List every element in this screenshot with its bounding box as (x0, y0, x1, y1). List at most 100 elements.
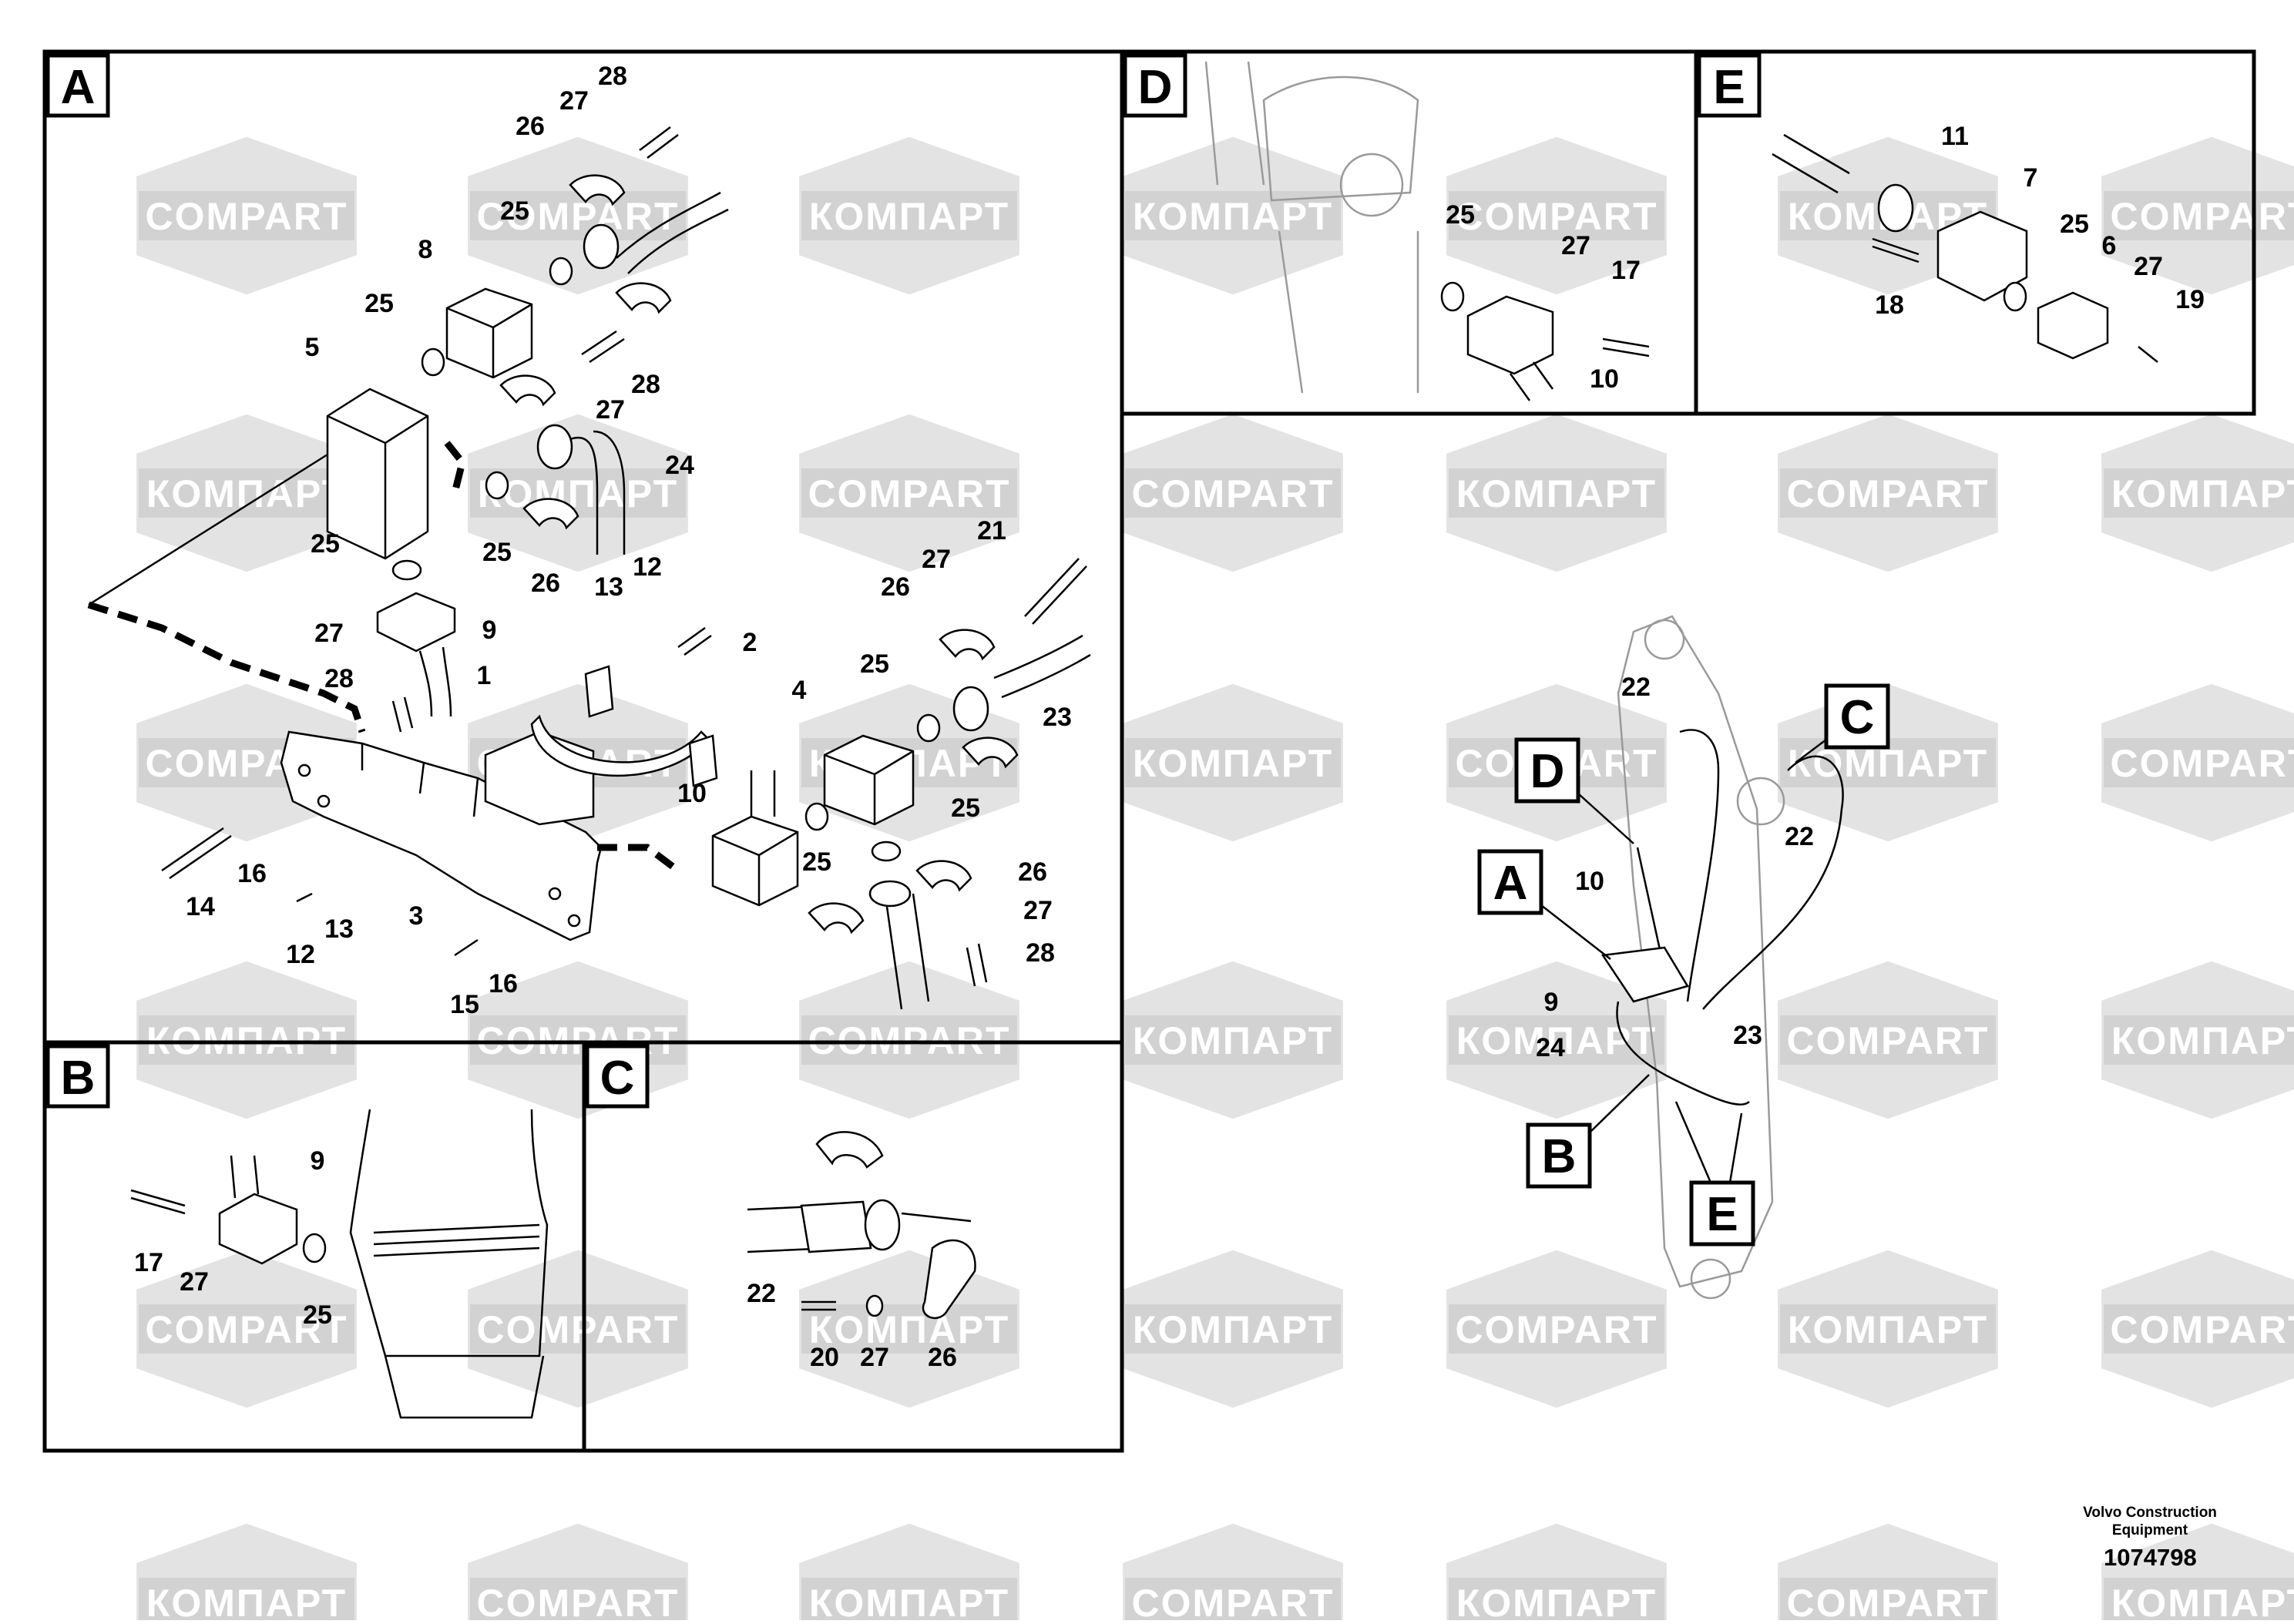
watermark-band (1449, 191, 1664, 240)
part-callout-a: 13 (594, 572, 623, 602)
bracket-hole (317, 794, 331, 808)
panel-d-drawing (1204, 61, 1650, 401)
o-ring (871, 841, 902, 862)
panel-c-drawing (747, 1131, 976, 1319)
footer-doc-id: 1074798 (2104, 1544, 2197, 1571)
watermark-logo: КОМПАРТ (799, 1250, 1019, 1408)
bolt-part-15 (454, 938, 479, 957)
boom-head (1262, 75, 1419, 202)
split-clamp (815, 1131, 884, 1169)
watermark-text: COMPART (476, 1308, 679, 1351)
watermark-logo: КОМПАРТ (2101, 961, 2294, 1119)
block-8-edges (446, 303, 532, 377)
watermark-logo: COMPART (136, 136, 357, 295)
part-callout-a: 16 (237, 859, 267, 888)
bolt-part-21 (1024, 558, 1087, 625)
part-callout-a: 10 (677, 779, 707, 808)
flange-plate (376, 592, 456, 653)
cylinder-rings (373, 1223, 540, 1257)
part-callout-a: 28 (631, 370, 660, 399)
watermark-band (1449, 1578, 1664, 1624)
valve-block-part-5 (326, 388, 429, 560)
part-callout-a: 2 (743, 628, 757, 657)
split-clamp (499, 374, 556, 407)
part-callout-e: 19 (2175, 285, 2205, 314)
overview-label-c: C (1795, 683, 1890, 763)
panel-e-drawing (1772, 133, 2158, 363)
part-callout-a: 28 (598, 62, 627, 91)
split-clamp-part-26 (569, 174, 626, 206)
part-callout-a: 28 (1026, 938, 1055, 968)
bracket-hole (548, 887, 562, 901)
watermark-band (1125, 468, 1341, 518)
panel-c-frame (582, 1040, 1124, 1453)
part-callout-b: 17 (134, 1248, 163, 1277)
bolt-part-12 (677, 626, 712, 656)
watermark-logo: COMPART (799, 961, 1019, 1119)
part-callout-d: 25 (1446, 200, 1475, 230)
o-ring-part-25 (2003, 281, 2027, 312)
watermark-band (1449, 1304, 1664, 1354)
part-callout-a: 26 (1018, 857, 1047, 887)
part-callout-b: 27 (180, 1267, 209, 1297)
overview-arrow-b (1589, 1074, 1650, 1133)
bolt-part-28 (581, 330, 625, 364)
part-callout-a: 25 (500, 196, 529, 226)
watermark-band (1780, 1578, 1996, 1624)
overview-arrow-a (1540, 904, 1611, 960)
flange-block (218, 1193, 298, 1265)
arm-pin (1736, 777, 1785, 826)
watermark-text: COMPART (1455, 195, 1658, 238)
watermark-band (1125, 1015, 1341, 1065)
bolt-part-17 (1602, 337, 1650, 357)
watermark-band (470, 1304, 686, 1354)
part-callout-b: 9 (311, 1146, 325, 1176)
overview-arrow-e (1674, 1101, 1712, 1183)
routing-dashed-line (444, 441, 466, 495)
watermark-band (470, 1578, 686, 1624)
watermark-band (1125, 1304, 1341, 1354)
watermark-band (139, 1015, 354, 1065)
watermark-band (801, 191, 1017, 240)
part-callout-a: 28 (324, 664, 354, 693)
overview-arrow-e (1728, 1112, 1743, 1183)
watermark-logo: COMPART (2101, 683, 2294, 842)
watermark-logo: COMPART (1446, 1250, 1667, 1408)
watermark-logo: КОМПАРТ (136, 414, 357, 572)
watermark-logo: COMPART (1778, 414, 1998, 572)
part-callout-overview: 10 (1575, 867, 1604, 896)
watermark-text: COMPART (1786, 472, 1989, 515)
hose-part-10 (750, 770, 776, 817)
fitting-part-11 (1877, 183, 1914, 233)
watermark-band (2104, 1015, 2294, 1065)
bolt-part-19 (2138, 346, 2158, 363)
part-callout-a: 16 (489, 969, 518, 998)
split-clamp-part-26 (915, 860, 972, 892)
part-callout-a: 27 (314, 619, 344, 648)
overview-drawing (1600, 615, 1844, 1300)
block-part-10 (1466, 295, 1554, 375)
panel-c-letter: C (600, 1052, 635, 1105)
watermark-logo: COMPART (2101, 1250, 2294, 1408)
washer-part-27 (865, 1294, 884, 1317)
part-callout-a: 25 (860, 649, 889, 679)
watermark-logo: КОМПАРТ (1446, 414, 1667, 572)
watermark-logo: КОМПАРТ (1123, 683, 1343, 842)
watermark-band (139, 1578, 354, 1624)
panel-frames (42, 49, 2256, 1453)
watermark-logo: КОМПАРТ (1446, 961, 1667, 1119)
watermark-logo: COMPART (136, 1250, 357, 1408)
overview-label-boxes: C D A B E (1477, 683, 1890, 1247)
overview-valve-block (1600, 946, 1689, 1003)
panel-d-label: D (1123, 53, 1187, 118)
watermark-text: КОМПАРТ (1456, 1582, 1657, 1620)
watermark-band (801, 468, 1017, 518)
overview-letter-e: E (1706, 1188, 1738, 1241)
part-callout-a: 25 (802, 847, 831, 877)
part-callout-a: 12 (286, 940, 315, 969)
overview-letter-a: A (1493, 857, 1528, 910)
part-callout-e: 11 (1941, 122, 1969, 151)
bracket-hole (567, 914, 581, 928)
